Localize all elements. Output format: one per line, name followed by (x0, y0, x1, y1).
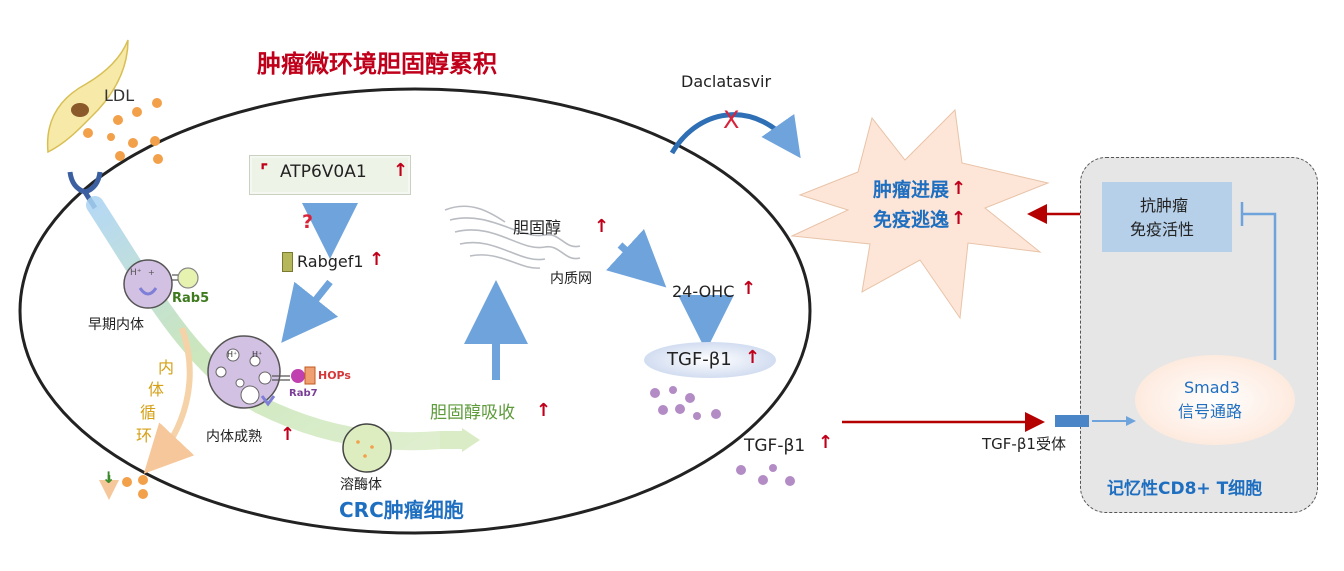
hops-icon (291, 369, 305, 383)
tumor-burst-shape (790, 108, 1050, 320)
svg-text:H⁺: H⁺ (130, 268, 142, 278)
tgf-particles-outer (736, 464, 795, 486)
atp-up-arrow: ↑ (393, 160, 409, 181)
rabgef-to-endosome-arrow (281, 279, 339, 343)
cholesterol-to-ohc-arrow (606, 228, 667, 288)
rabgef-label: Rabgef1 (297, 252, 364, 271)
ohc-label: 24-OHC (672, 282, 735, 301)
ldl-label: LDL (104, 86, 135, 105)
tgf-inner-up-arrow: ↑ (745, 347, 761, 368)
question-mark: ? (302, 211, 314, 233)
receptor-label: TGF-β1受体 (982, 435, 1066, 453)
mature-endosome-icon (207, 335, 281, 409)
endosome-recycling-arrow (143, 327, 195, 474)
rab5-icon (177, 267, 199, 289)
cycle-char-1: 内 (158, 358, 175, 377)
ldl-particles (83, 98, 163, 164)
cholesterol-up-arrow: ↑ (594, 216, 610, 237)
lysosome-icon (342, 423, 392, 473)
anti-tumor-box (1102, 182, 1232, 252)
cycle-char-4: 环 (136, 426, 153, 445)
svg-text:H⁺: H⁺ (227, 350, 237, 359)
tgf-outer-label: TGF-β1 (744, 436, 806, 456)
smad-label-2: 信号通路 (1178, 402, 1243, 421)
ldl-down-arrow: ↓ (102, 468, 116, 487)
early-endosome-icon (123, 259, 173, 309)
atp-icon: ⌜ (260, 161, 269, 182)
cycle-char-3: 循 (140, 403, 157, 422)
svg-text:H⁺: H⁺ (252, 350, 262, 359)
cholesterol-label: 胆固醇 (513, 218, 562, 237)
immune-escape-label: 免疫逃逸 (873, 209, 950, 231)
early-endosome-label: 早期内体 (88, 317, 144, 333)
cycle-char-2: 体 (148, 380, 165, 399)
drug-arc-arrow (669, 112, 801, 159)
lysosome-label: 溶酶体 (340, 477, 382, 493)
tgf-outer-up-arrow: ↑ (818, 432, 834, 453)
tgf-particles-inner (650, 386, 721, 420)
smad-label-1: Smad3 (1184, 378, 1240, 397)
rabgef-up-arrow: ↑ (369, 249, 385, 270)
atp6v0a1-box (249, 155, 411, 195)
endoplasmic-reticulum-icon (444, 205, 581, 269)
rabgef-icon (282, 252, 293, 272)
tgf-inner-bubble (644, 342, 776, 378)
absorb-up-arrow: ↑ (536, 400, 552, 421)
rab5-label: Rab5 (172, 291, 210, 306)
tumor-progress-label: 肿瘤进展 (873, 179, 950, 201)
ohc-up-arrow: ↑ (741, 278, 757, 299)
escape-up-arrow: ↑ (951, 208, 967, 229)
memory-cell-label: 记忆性CD8+ T细胞 (1107, 479, 1263, 499)
er-label: 内质网 (550, 271, 592, 287)
crc-cell-label: CRC肿瘤细胞 (339, 498, 464, 522)
mature-up-arrow: ↑ (280, 424, 296, 445)
tgf-inner-label: TGF-β1 (667, 349, 732, 370)
mature-endosome-label: 内体成熟 (206, 429, 262, 445)
atp-label: ATP6V0A1 (280, 162, 367, 182)
anti-tumor-label-2: 免疫活性 (1130, 220, 1195, 239)
absorb-label: 胆固醇吸收 (430, 403, 515, 423)
fibroblast-nucleus-icon (71, 103, 89, 117)
crc-cell-membrane (18, 87, 812, 535)
anti-tumor-label-1: 抗肿瘤 (1140, 196, 1189, 215)
drug-label: Daclatasvir (681, 72, 772, 91)
fibroblast-cell-icon (46, 39, 129, 154)
svg-text:+: + (148, 268, 155, 277)
rab7-label: Rab7 (289, 388, 318, 399)
diagram-title: 肿瘤微环境胆固醇累积 (257, 50, 497, 78)
progress-up-arrow: ↑ (951, 178, 967, 199)
drug-block-mark: X (723, 106, 740, 134)
hops-label: HOPs (318, 369, 351, 382)
